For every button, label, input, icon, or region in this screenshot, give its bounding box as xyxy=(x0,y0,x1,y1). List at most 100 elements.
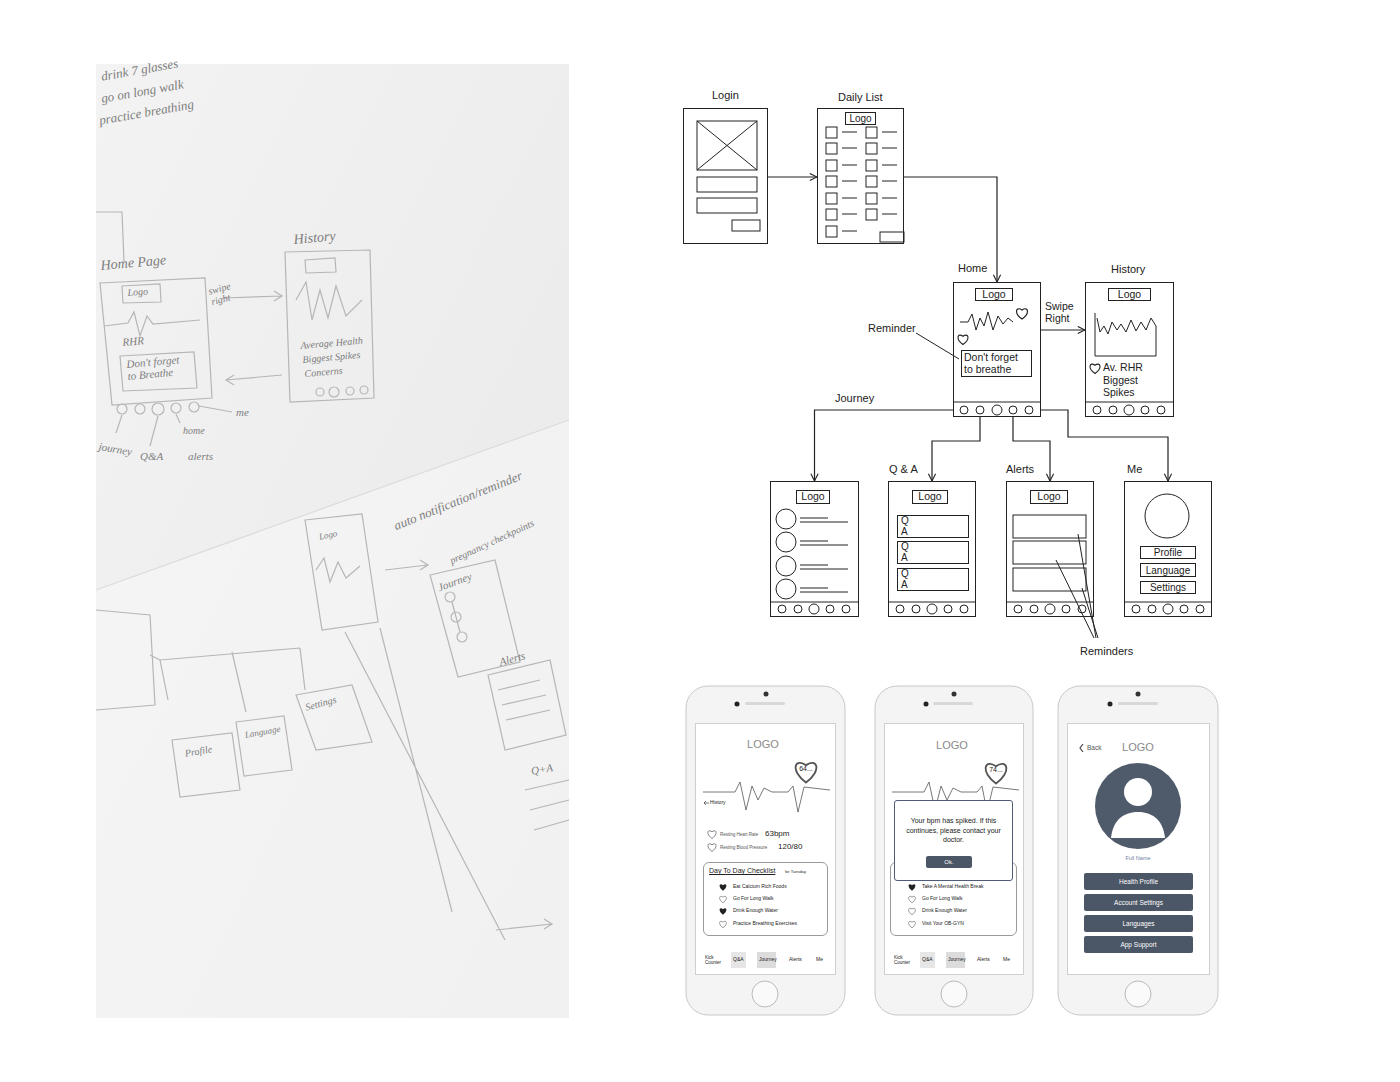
menu-button: Account Settings xyxy=(1084,894,1193,911)
callout-label: Reminder xyxy=(868,322,916,335)
node-text: Go For Long Walk xyxy=(922,896,962,902)
node-text: Profile xyxy=(1154,547,1182,558)
node-text: Don't forget to breathe xyxy=(964,351,1028,375)
alert-dialog: Your bpm has spiked. If this continues, … xyxy=(894,800,1013,881)
node-text: Take A Mental Health Break xyxy=(922,884,983,890)
node-text: A xyxy=(901,553,908,563)
sketch-note: Concerns xyxy=(304,365,343,380)
ok-button: Ok. xyxy=(926,856,972,868)
wireframe-details xyxy=(697,121,1212,638)
flow-arrow xyxy=(768,176,817,177)
node-text: Logo xyxy=(982,289,1005,301)
screen-title: History xyxy=(1111,263,1145,276)
phone-screen: BackLOGOFull NameHealth ProfileAccount S… xyxy=(1067,723,1210,975)
node-text: Resting Heart Rate xyxy=(720,832,758,837)
node-text: Logo xyxy=(918,491,941,503)
node-text: Back xyxy=(1087,744,1101,751)
menu-button: Languages xyxy=(1084,915,1193,932)
sketch-note: Logo xyxy=(318,528,338,542)
node-text: for Tuesday xyxy=(785,870,806,875)
node-text: Journey xyxy=(948,957,966,963)
node-text: Q xyxy=(901,542,909,552)
node-text: Health Profile xyxy=(1119,878,1158,885)
sketch-note: home xyxy=(183,425,205,437)
node-text: Journey xyxy=(759,957,777,963)
node-text: Eat Calcium Rich Foods xyxy=(733,884,787,890)
node-text: Av. RHR Biggest Spikes xyxy=(1103,361,1158,399)
phone-mockups xyxy=(686,686,1218,1015)
node-text: 120/80 xyxy=(778,842,802,851)
sketch-note: RHR xyxy=(122,334,144,348)
sketch-photo xyxy=(96,64,569,1018)
node-text: LOGO xyxy=(735,738,791,751)
sketch-note: Biggest Spikes xyxy=(302,349,361,366)
node-text: Q xyxy=(901,569,909,579)
logo-box: Logo xyxy=(796,490,830,504)
node-text: Drink Enough Water xyxy=(922,908,967,914)
logo-box: Logo xyxy=(975,288,1013,301)
sketch-note: Alerts xyxy=(498,649,527,668)
screen-title: Alerts xyxy=(1006,463,1034,476)
qa-card: QA xyxy=(897,541,969,564)
flow-arrow xyxy=(1041,410,1168,481)
node-text: History xyxy=(710,800,726,806)
node-text: Settings xyxy=(1150,582,1186,593)
logo-box: Logo xyxy=(1030,490,1068,504)
node-text: Language xyxy=(1146,565,1191,576)
logo-box: Logo xyxy=(912,490,948,504)
logo-box: Logo xyxy=(1108,288,1151,301)
node-text: Ok. xyxy=(944,859,953,866)
node-text: Account Settings xyxy=(1114,899,1163,906)
sketch-note: Profile xyxy=(184,743,213,759)
wireframe-screen: Login xyxy=(683,108,768,244)
sketch-note: Q&A xyxy=(140,450,163,463)
menu-button: Health Profile xyxy=(1084,873,1193,890)
node-text: 63bpm xyxy=(765,829,789,838)
node-text: Q&A xyxy=(922,957,933,963)
node-text: Day To Day Checklist xyxy=(709,867,775,875)
wireframe-screen: AlertsLogo xyxy=(1006,481,1094,617)
screen-title: Q & A xyxy=(889,463,918,476)
screen-title: Daily List xyxy=(838,91,883,104)
sketch-note: Journey xyxy=(436,570,474,594)
menu-button: Profile xyxy=(1140,546,1196,559)
flow-arrow xyxy=(932,417,980,481)
wireframe-screen: MeProfileLanguageSettings xyxy=(1124,481,1212,617)
checklist-card: Day To Day Checklist for TuesdayEat Calci… xyxy=(703,862,828,936)
sketch-note: journey xyxy=(98,440,133,458)
node-text: Kick Counter xyxy=(705,955,727,965)
phone-screen: LOGO74...Kick CounterQ&AJourneyAlertsMeT… xyxy=(884,723,1024,975)
node-text: App Support xyxy=(1120,941,1156,948)
screen-title: Journey xyxy=(835,392,874,405)
node-text: Languages xyxy=(1122,920,1154,927)
node-text: Logo xyxy=(801,491,824,503)
menu-button: Language xyxy=(1140,563,1196,577)
flow-arrow xyxy=(904,177,997,282)
node-text: Logo xyxy=(849,113,871,124)
node-text: Drink Enough Water xyxy=(733,908,778,914)
screen-title: Me xyxy=(1127,463,1142,476)
wireframe-screen: JourneyLogo xyxy=(770,481,859,617)
qa-card: QA xyxy=(897,568,969,591)
wireframe-screen: Q & ALogoQAQAQA xyxy=(888,481,976,617)
sketch-note: Q+A xyxy=(530,761,554,777)
sketch-note: Logo xyxy=(127,286,148,299)
node-text: Kick Counter xyxy=(894,955,916,965)
phone-screen: LOGO64...HistoryResting Heart Rate63bpmR… xyxy=(695,723,836,975)
sketch-note: Settings xyxy=(304,694,338,713)
node-text: LOGO xyxy=(924,739,980,752)
sketch-note: alerts xyxy=(188,450,213,463)
screen-title: Login xyxy=(712,89,739,102)
node-text: Alerts xyxy=(789,957,802,963)
wireframe-screen: Daily ListLogo xyxy=(817,108,904,244)
qa-card: QA xyxy=(897,515,969,538)
flow-arrow xyxy=(1041,329,1085,330)
menu-button: App Support xyxy=(1084,936,1193,953)
node-text: Alerts xyxy=(977,957,990,963)
node-text: Go For Long Walk xyxy=(733,896,773,902)
node-text: LOGO xyxy=(1112,741,1164,754)
wireframe-screen: HistoryAv. RHR Biggest SpikesLogo xyxy=(1085,282,1174,417)
node-text: Practice Breathing Exercises xyxy=(733,921,797,927)
node-text: Resting Blood Pressure xyxy=(720,845,767,850)
